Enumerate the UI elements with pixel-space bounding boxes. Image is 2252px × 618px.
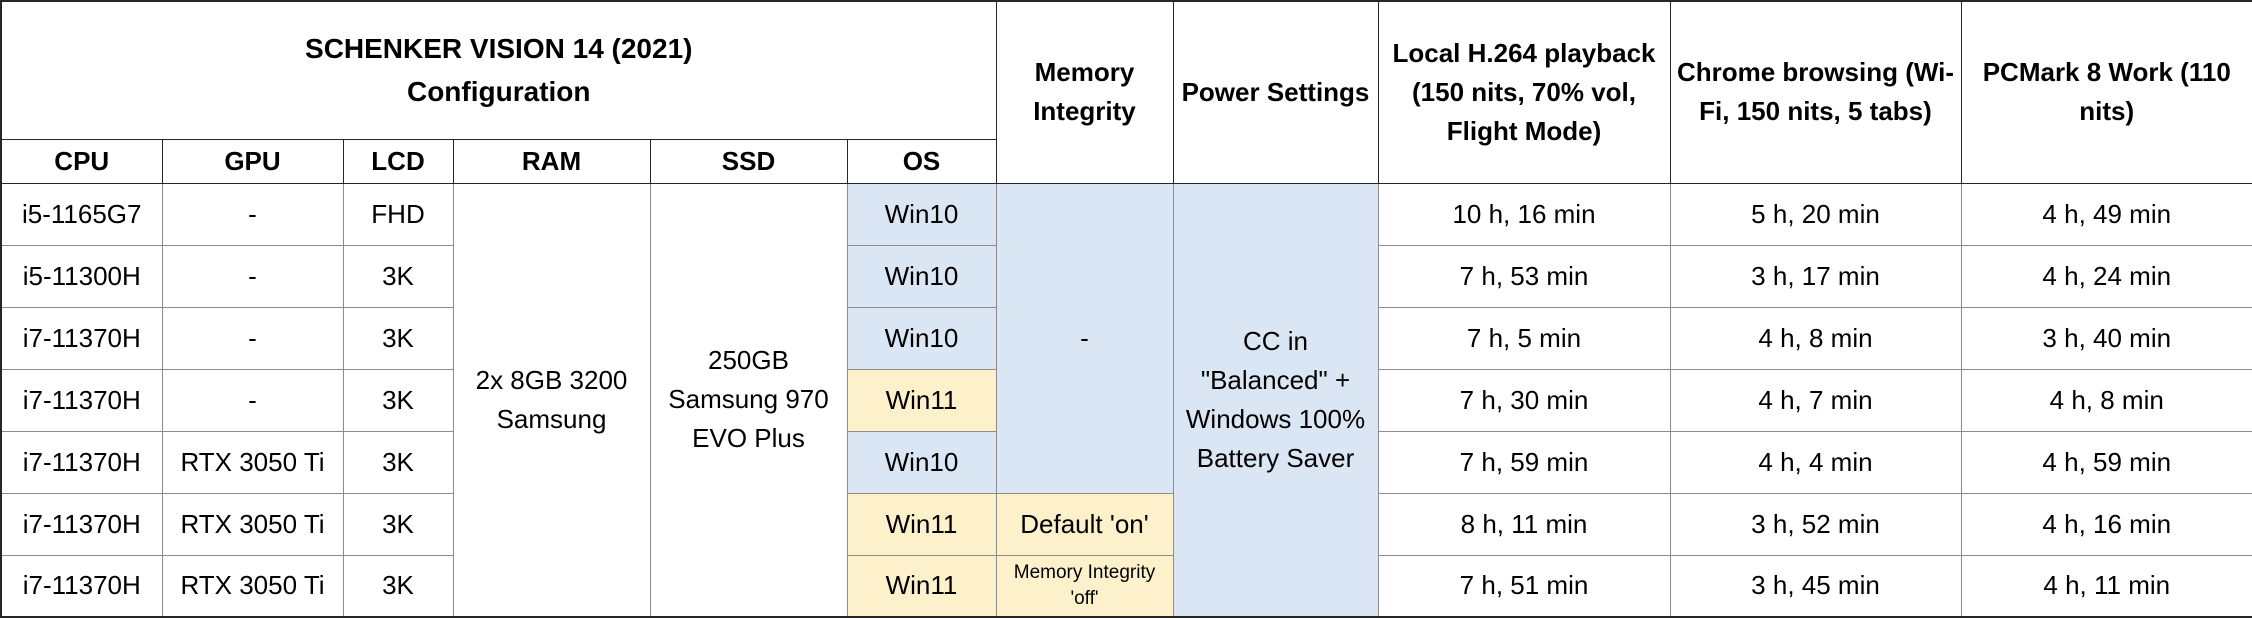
ram-column-header: RAM: [452, 138, 651, 184]
cpu-cell: i7-11370H: [0, 430, 163, 494]
table-row: i7-11370H RTX 3050 Ti 3K Win10 7 h, 59 m…: [0, 430, 2252, 494]
pcmark-runtime-cell: 4 h, 49 min: [1960, 182, 2252, 246]
os-cell: Win11: [846, 492, 997, 556]
lcd-cell: 3K: [342, 430, 454, 494]
gpu-cell: RTX 3050 Ti: [161, 554, 344, 618]
ram-merged-cell: 2x 8GB 3200 Samsung: [452, 182, 651, 618]
os-cell: Win10: [846, 306, 997, 370]
gpu-column-header: GPU: [161, 138, 344, 184]
chrome-runtime-cell: 3 h, 17 min: [1669, 244, 1962, 308]
lcd-cell: 3K: [342, 492, 454, 556]
h264-runtime-cell: 7 h, 51 min: [1377, 554, 1671, 618]
chrome-runtime-cell: 5 h, 20 min: [1669, 182, 1962, 246]
table-row: i5-1165G7 - FHD 2x 8GB 3200 Samsung 250G…: [0, 182, 2252, 618]
table-row: i7-11370H - 3K Win10 7 h, 5 min 4 h, 8 m…: [0, 306, 2252, 370]
chrome-runtime-cell: 4 h, 7 min: [1669, 368, 1962, 432]
os-cell: Win11: [846, 368, 997, 432]
ssd-merged-cell: 250GB Samsung 970 EVO Plus: [649, 182, 848, 618]
h264-runtime-cell: 7 h, 53 min: [1377, 244, 1671, 308]
gpu-cell: -: [161, 368, 344, 432]
cpu-cell: i5-11300H: [0, 244, 163, 308]
pcmark-runtime-cell: 3 h, 40 min: [1960, 306, 2252, 370]
os-cell: Win10: [846, 430, 997, 494]
memory-integrity-header: Memory Integrity: [995, 0, 1174, 184]
pcmark-runtime-cell: 4 h, 59 min: [1960, 430, 2252, 494]
lcd-cell: FHD: [342, 182, 454, 246]
cpu-column-header: CPU: [0, 138, 163, 184]
cpu-cell: i7-11370H: [0, 368, 163, 432]
chrome-runtime-cell: 4 h, 8 min: [1669, 306, 1962, 370]
table-row: i7-11370H - 3K Win11 7 h, 30 min 4 h, 7 …: [0, 368, 2252, 432]
chrome-runtime-cell: 3 h, 45 min: [1669, 554, 1962, 618]
table-row: i7-11370H RTX 3050 Ti 3K Win11 Default '…: [0, 492, 2252, 556]
pcmark-runtime-cell: 4 h, 11 min: [1960, 554, 2252, 618]
ssd-column-header: SSD: [649, 138, 848, 184]
config-title-line1: SCHENKER VISION 14 (2021): [305, 32, 693, 64]
gpu-cell: -: [161, 244, 344, 308]
memory-integrity-merged-cell: -: [995, 182, 1174, 494]
chrome-runtime-cell: 3 h, 52 min: [1669, 492, 1962, 556]
chrome-runtime-cell: 4 h, 4 min: [1669, 430, 1962, 494]
h264-runtime-cell: 7 h, 30 min: [1377, 368, 1671, 432]
cpu-cell: i7-11370H: [0, 306, 163, 370]
memory-integrity-cell: Memory Integrity 'off': [995, 554, 1174, 618]
config-title-line2: Configuration: [406, 76, 591, 108]
os-column-header: OS: [846, 138, 997, 184]
config-title: SCHENKER VISION 14 (2021) Configuration: [0, 0, 997, 140]
pcmark-runtime-cell: 4 h, 8 min: [1960, 368, 2252, 432]
lcd-cell: 3K: [342, 554, 454, 618]
cpu-cell: i5-1165G7: [0, 182, 163, 246]
memory-integrity-cell: Default 'on': [995, 492, 1174, 556]
os-cell: Win11: [846, 554, 997, 618]
table-row: i7-11370H RTX 3050 Ti 3K Win11 Memory In…: [0, 554, 2252, 618]
os-cell: Win10: [846, 244, 997, 308]
chrome-browsing-header: Chrome browsing (Wi-Fi, 150 nits, 5 tabs…: [1669, 0, 1962, 184]
gpu-cell: -: [161, 182, 344, 246]
gpu-cell: RTX 3050 Ti: [161, 492, 344, 556]
lcd-cell: 3K: [342, 306, 454, 370]
cpu-cell: i7-11370H: [0, 492, 163, 556]
h264-runtime-cell: 10 h, 16 min: [1377, 182, 1671, 246]
h264-runtime-cell: 7 h, 5 min: [1377, 306, 1671, 370]
os-cell: Win10: [846, 182, 997, 246]
h264-playback-header: Local H.264 playback (150 nits, 70% vol,…: [1377, 0, 1671, 184]
pcmark-header: PCMark 8 Work (110 nits): [1960, 0, 2252, 184]
cpu-cell: i7-11370H: [0, 554, 163, 618]
lcd-column-header: LCD: [342, 138, 454, 184]
power-settings-header: Power Settings: [1172, 0, 1379, 184]
h264-runtime-cell: 8 h, 11 min: [1377, 492, 1671, 556]
power-settings-merged-cell: CC in "Balanced" + Windows 100% Battery …: [1172, 182, 1379, 618]
gpu-cell: RTX 3050 Ti: [161, 430, 344, 494]
header-row-title: SCHENKER VISION 14 (2021) Configuration …: [0, 0, 2252, 184]
pcmark-runtime-cell: 4 h, 24 min: [1960, 244, 2252, 308]
lcd-cell: 3K: [342, 368, 454, 432]
pcmark-runtime-cell: 4 h, 16 min: [1960, 492, 2252, 556]
h264-runtime-cell: 7 h, 59 min: [1377, 430, 1671, 494]
lcd-cell: 3K: [342, 244, 454, 308]
gpu-cell: -: [161, 306, 344, 370]
